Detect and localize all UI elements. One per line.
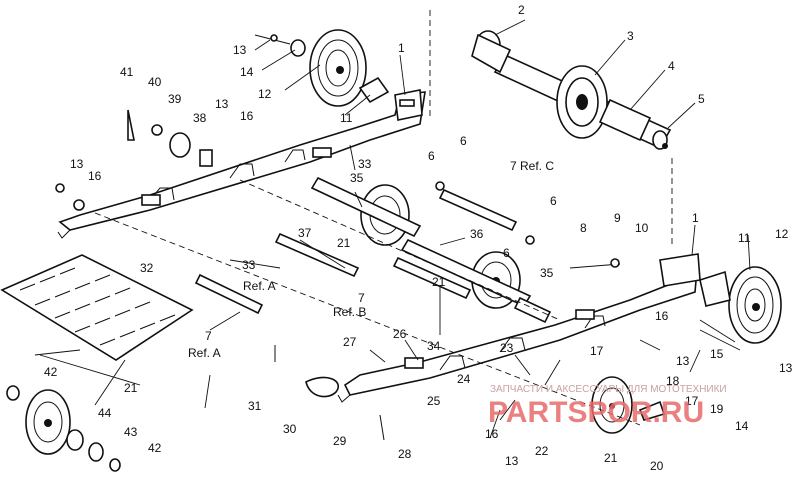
- callout-21: 21: [124, 381, 138, 395]
- callout-6: 6: [428, 149, 435, 163]
- callout-26: 26: [393, 327, 407, 341]
- callout-16: 16: [240, 109, 254, 123]
- idler-wheel-right: [699, 266, 782, 344]
- callout-21: 21: [604, 451, 618, 465]
- callout-18: 18: [666, 374, 680, 388]
- callout-20: 20: [650, 459, 664, 473]
- callout-28: 28: [398, 447, 412, 461]
- callout-13: 13: [505, 454, 519, 468]
- callout-12: 12: [258, 87, 272, 101]
- callout-31: 31: [248, 399, 262, 413]
- callout-12: 12: [775, 227, 789, 241]
- callout-42: 42: [44, 365, 58, 379]
- callout-21: 21: [432, 275, 446, 289]
- callout-27: 27: [343, 335, 357, 349]
- callout-41: 41: [120, 65, 134, 79]
- callout-36: 36: [470, 227, 484, 241]
- callout-9: 9: [614, 211, 621, 225]
- callout-17: 17: [685, 394, 699, 408]
- callout-37: 37: [298, 226, 312, 240]
- callout-1: 1: [398, 41, 405, 55]
- callout-11: 11: [738, 231, 751, 245]
- callout-7-ref-c: 7 Ref. C: [510, 159, 554, 173]
- callout-32: 32: [140, 261, 154, 275]
- callout-11: 11: [340, 111, 353, 125]
- callout-33: 33: [358, 157, 372, 171]
- callout-5: 5: [698, 92, 705, 106]
- callout-13: 13: [70, 157, 84, 171]
- wear-pad-32: [0, 254, 194, 361]
- callout-33: 33: [242, 258, 256, 272]
- cross-shafts: [194, 181, 552, 324]
- callout-25: 25: [427, 394, 441, 408]
- callout-17: 17: [590, 344, 604, 358]
- callout-6: 6: [550, 194, 557, 208]
- wheel-lower-middle: [591, 376, 666, 434]
- callout-6: 6: [503, 246, 510, 260]
- watermark-brand: PARTSPOR.RU: [488, 396, 704, 429]
- callout-13: 13: [233, 43, 247, 57]
- wheel-assembly-lower-left: [6, 385, 121, 472]
- idler-wheel-upper: [254, 29, 390, 107]
- callout-35: 35: [350, 171, 364, 185]
- callout-39: 39: [168, 92, 182, 106]
- callout-29: 29: [333, 434, 347, 448]
- watermark-caption: ЗАПЧАСТИ И АКСЕССУАРЫ ДЛЯ МОТОТЕХНИКИ: [490, 384, 727, 395]
- callout-13: 13: [676, 354, 690, 368]
- ref-a-note: Ref. A: [243, 279, 276, 293]
- callout-labels: 1 1 2 3 4 5 6 6 6 6 7 Ref. C 7 7 8 9 10 …: [44, 3, 793, 473]
- callout-22: 22: [535, 444, 549, 458]
- callout-24: 24: [457, 372, 471, 386]
- callout-15: 15: [710, 347, 724, 361]
- callout-16: 16: [485, 427, 499, 441]
- callout-10: 10: [635, 221, 649, 235]
- callout-7: 7: [205, 329, 212, 343]
- callout-13: 13: [215, 97, 229, 111]
- ref-a-note: Ref. A: [188, 346, 221, 360]
- callout-16: 16: [88, 169, 102, 183]
- callout-14: 14: [735, 419, 749, 433]
- callout-14: 14: [240, 65, 254, 79]
- callout-44: 44: [98, 406, 112, 420]
- callout-19: 19: [710, 402, 724, 416]
- hardware-small-parts: [55, 109, 621, 441]
- callout-30: 30: [283, 422, 297, 436]
- leader-lines: [34, 19, 751, 439]
- callout-6: 6: [460, 134, 467, 148]
- reference-lines: [94, 10, 673, 426]
- callout-42: 42: [148, 441, 162, 455]
- callout-1: 1: [692, 211, 699, 225]
- callout-8: 8: [580, 221, 587, 235]
- rail-left: [57, 89, 426, 239]
- callout-2: 2: [518, 3, 525, 17]
- callout-3: 3: [627, 29, 634, 43]
- callout-21: 21: [337, 236, 351, 250]
- ref-b-note: Ref. B: [333, 305, 366, 319]
- callout-43: 43: [124, 425, 138, 439]
- callout-7: 7: [358, 291, 365, 305]
- rear-axle-assembly: [471, 30, 672, 150]
- callout-40: 40: [148, 75, 162, 89]
- idler-wheel-middle-1: [310, 176, 422, 246]
- callout-34: 34: [427, 339, 441, 353]
- reference-notes: Ref. A Ref. B Ref. A: [188, 279, 366, 360]
- callout-35: 35: [540, 266, 554, 280]
- callout-4: 4: [668, 59, 675, 73]
- callout-16: 16: [655, 309, 669, 323]
- watermark: ЗАПЧАСТИ И АКСЕССУАРЫ ДЛЯ МОТОТЕХНИКИ PA…: [488, 384, 727, 429]
- callout-23: 23: [500, 341, 514, 355]
- callout-38: 38: [193, 111, 207, 125]
- callout-13: 13: [779, 361, 793, 375]
